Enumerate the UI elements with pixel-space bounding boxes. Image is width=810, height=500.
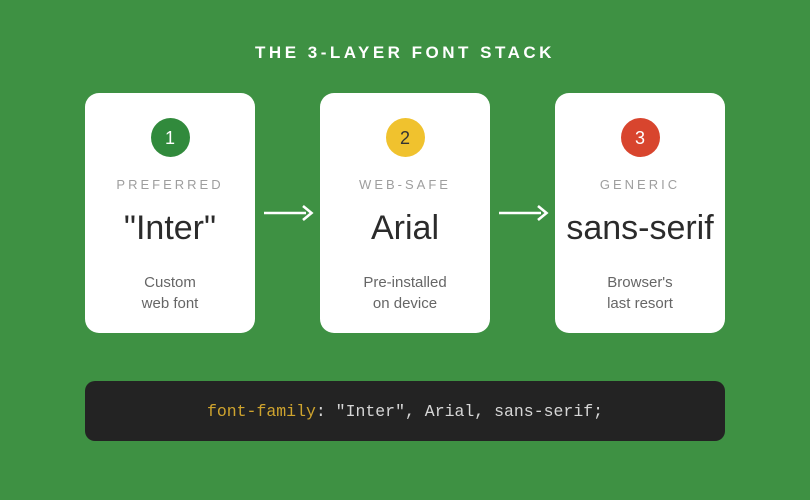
code-property: font-family bbox=[206, 401, 316, 421]
card-generic: 3 GENERIC sans-serif Browser's last reso… bbox=[555, 93, 725, 333]
card-web-safe: 2 WEB-SAFE Arial Pre-installed on device bbox=[320, 93, 490, 333]
card-font-name: "Inter" bbox=[123, 209, 217, 247]
code-snippet: font-family: "Inter", Arial, sans-serif; bbox=[85, 381, 725, 441]
card-description-line1: Pre-installed bbox=[363, 274, 447, 291]
step-number: 1 bbox=[164, 127, 175, 148]
card-description-line2: last resort bbox=[607, 295, 673, 312]
card-description: Pre-installed on device bbox=[363, 272, 446, 314]
step-number-badge: 3 bbox=[620, 118, 660, 157]
step-number: 3 bbox=[634, 127, 645, 148]
card-description-line2: on device bbox=[372, 295, 438, 312]
step-number-badge: 1 bbox=[150, 118, 190, 157]
card-font-name: Arial bbox=[370, 209, 440, 247]
card-description-line2: web font bbox=[141, 295, 199, 312]
card-label: PREFERRED bbox=[116, 177, 224, 192]
font-stack-steps: 1 PREFERRED "Inter" Custom web font 2 WE… bbox=[85, 93, 725, 333]
arrow-cell-2 bbox=[490, 93, 555, 333]
step-number: 2 bbox=[399, 127, 410, 148]
card-description-line1: Custom bbox=[144, 274, 196, 291]
code-value: : "Inter", Arial, sans-serif; bbox=[315, 401, 604, 421]
card-preferred: 1 PREFERRED "Inter" Custom web font bbox=[85, 93, 255, 333]
card-label: GENERIC bbox=[599, 177, 681, 192]
card-description: Custom web font bbox=[142, 272, 199, 314]
card-label: WEB-SAFE bbox=[359, 177, 451, 192]
arrow-right-icon bbox=[498, 204, 549, 222]
card-description: Browser's last resort bbox=[607, 272, 673, 314]
arrow-right-icon bbox=[263, 204, 314, 222]
page-title: THE 3-LAYER FONT STACK bbox=[255, 43, 555, 62]
card-font-name: sans-serif bbox=[566, 209, 714, 247]
card-description-line1: Browser's bbox=[607, 274, 673, 291]
step-number-badge: 2 bbox=[385, 118, 425, 157]
arrow-cell-1 bbox=[255, 93, 320, 333]
